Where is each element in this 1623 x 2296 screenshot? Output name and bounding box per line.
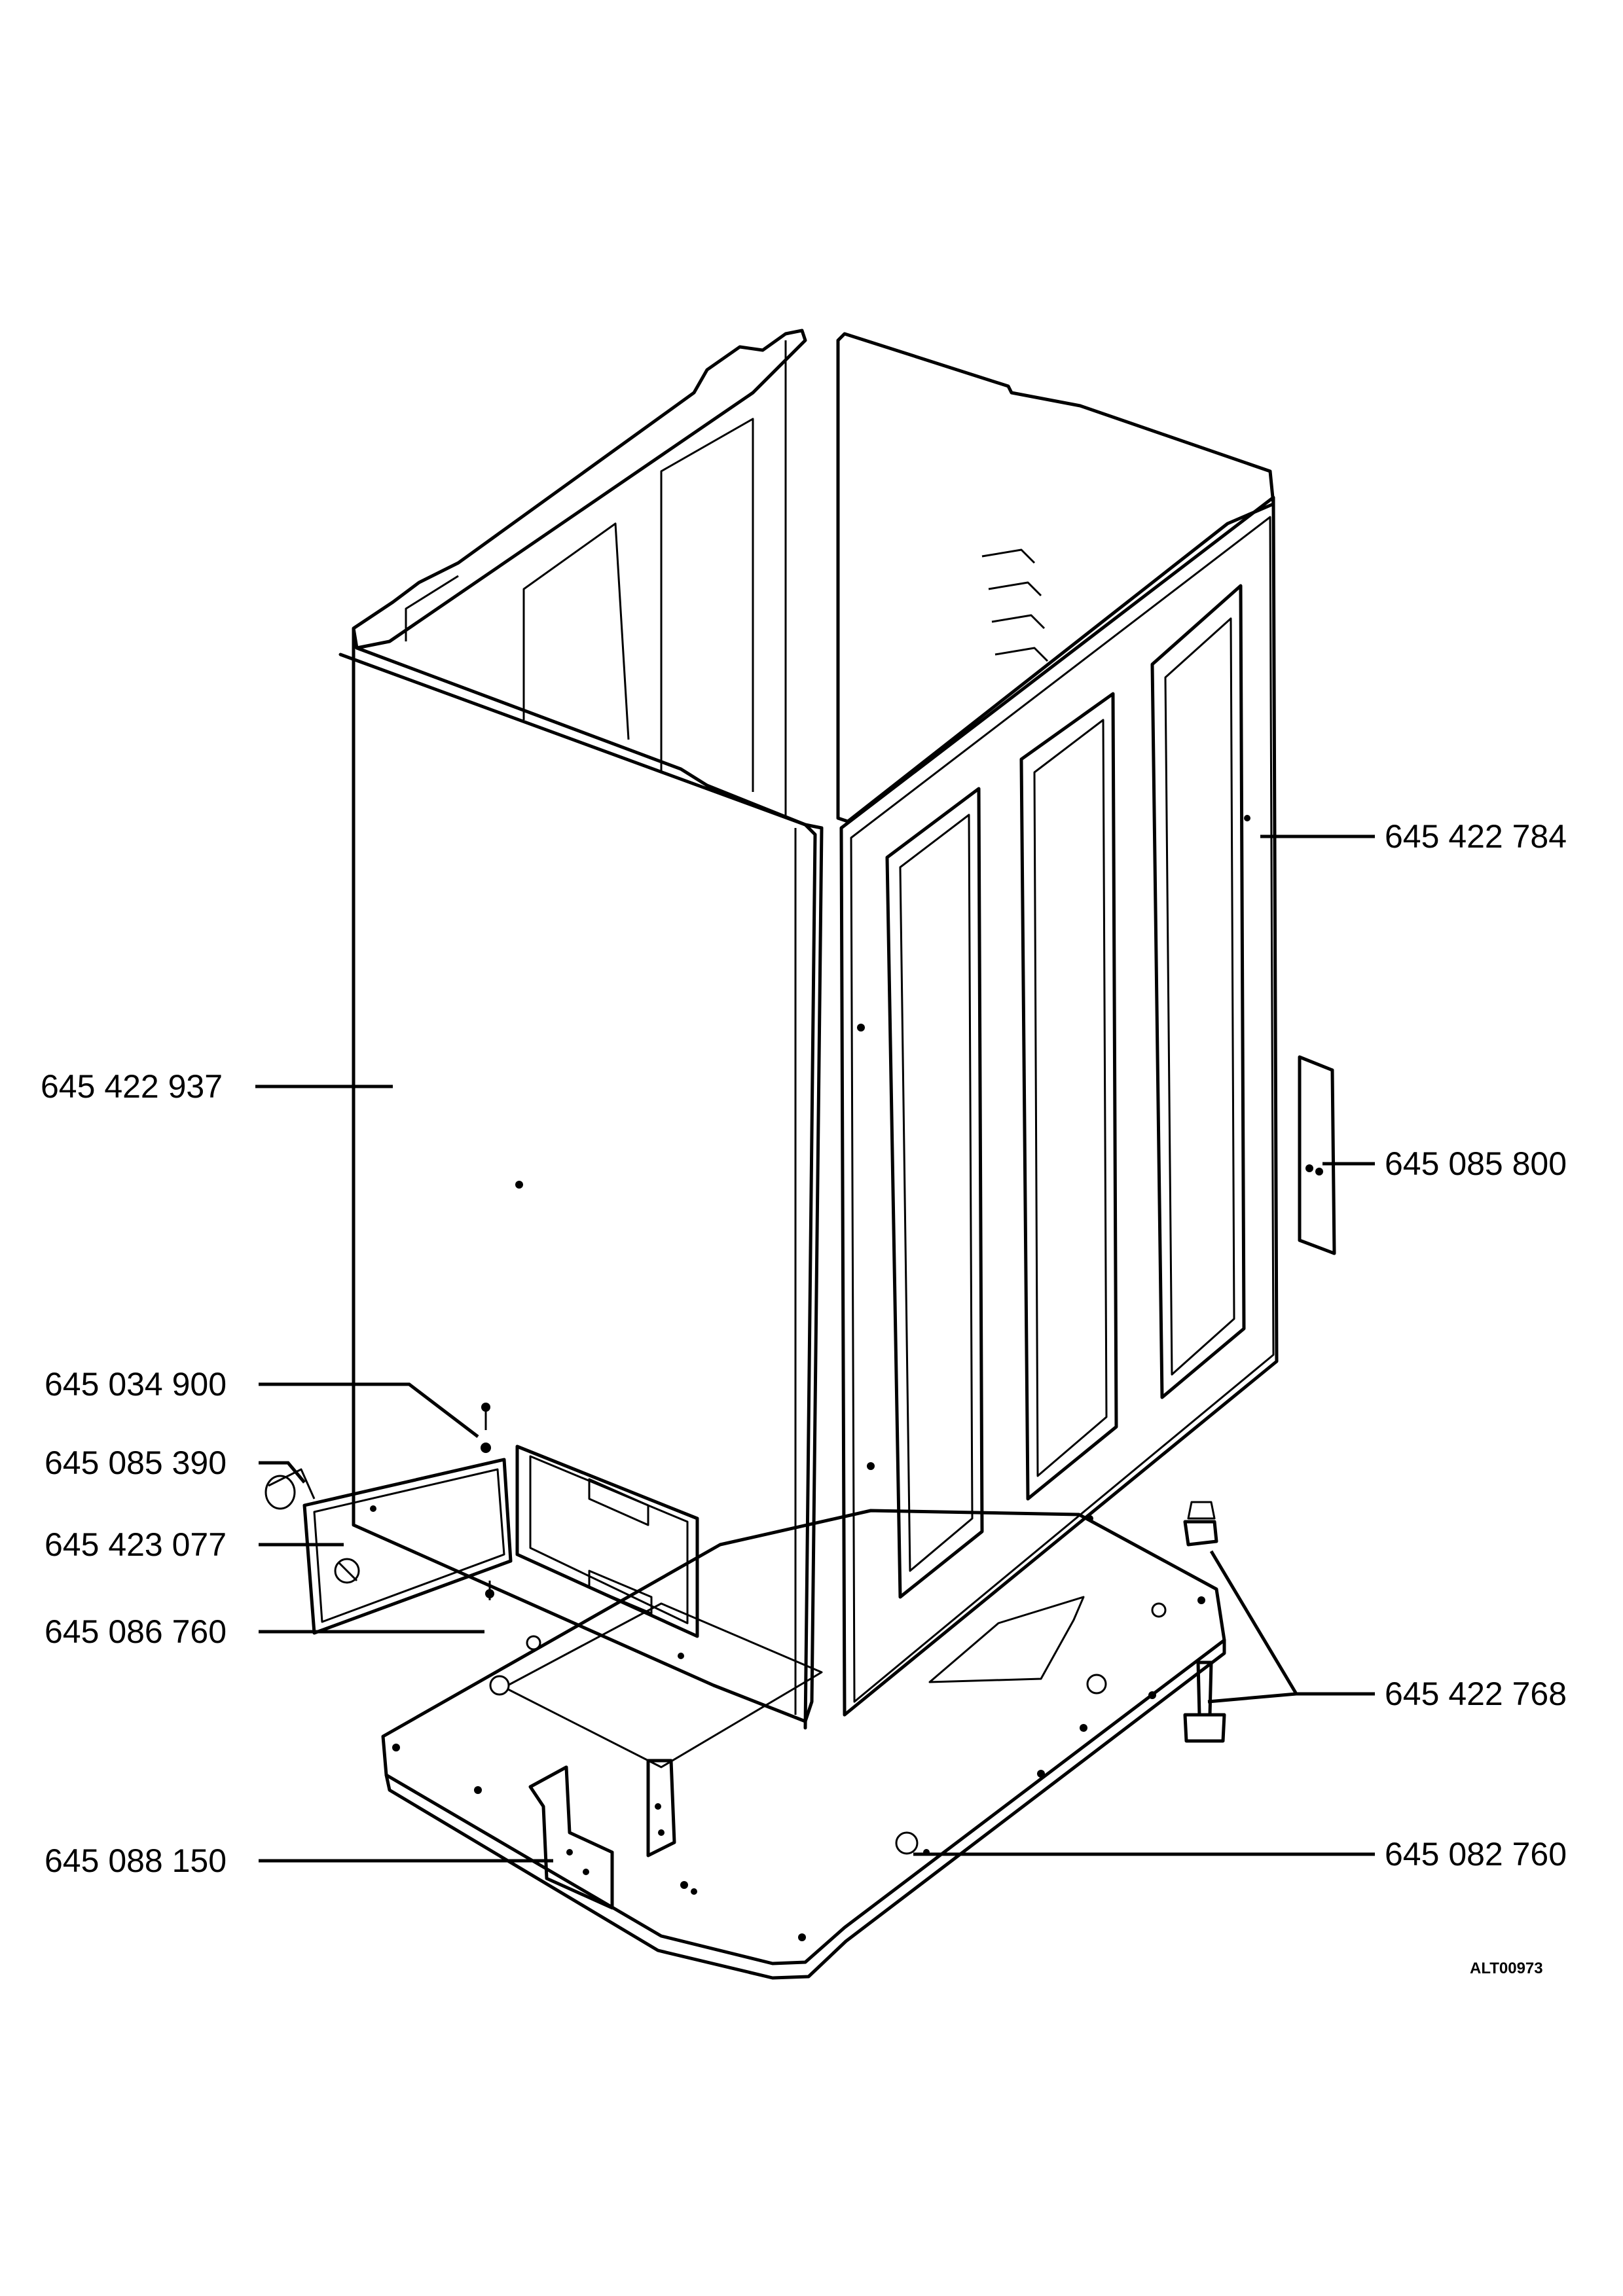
right-side-panel [836, 332, 1279, 1717]
right-bracket [1298, 1055, 1336, 1255]
label-screw-top: 645 034 900 [45, 1366, 227, 1403]
label-front-bracket: 645 088 150 [45, 1842, 227, 1879]
front-bracket [528, 1759, 676, 1910]
label-service-hatch: 645 423 077 [45, 1526, 227, 1563]
leader-lines [255, 628, 1375, 1863]
feet [1183, 1501, 1226, 1743]
drawing-code: ALT00973 [1470, 1960, 1543, 1977]
service-hatch [302, 1458, 513, 1635]
screw-bottom [485, 1581, 494, 1600]
label-feet: 645 422 768 [1385, 1676, 1567, 1712]
label-side-panel-left: 645 422 937 [41, 1068, 223, 1105]
clip [264, 1468, 316, 1510]
label-screw-bottom: 645 086 760 [45, 1613, 227, 1650]
label-bracket-right: 645 085 800 [1385, 1145, 1567, 1182]
base-plate [381, 1509, 1226, 1980]
label-clip: 645 085 390 [45, 1444, 227, 1481]
part-labels: 645 422 937 645 422 784 645 085 800 645 … [41, 818, 1567, 1977]
screw-top [481, 1403, 491, 1453]
label-base-plate: 645 082 760 [1385, 1836, 1567, 1873]
label-side-panel-right: 645 422 784 [1385, 818, 1567, 855]
left-side-panel [338, 329, 824, 1730]
